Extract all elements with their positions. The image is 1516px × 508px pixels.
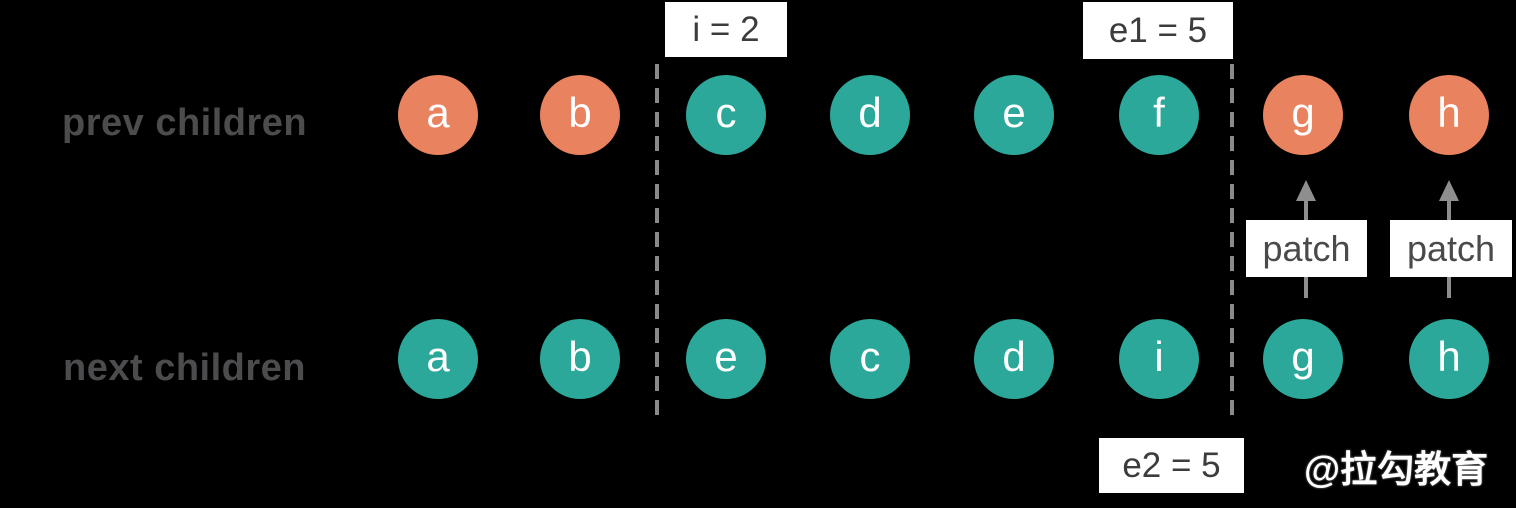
e1-marker-tag: e1 = 5 <box>1083 2 1233 59</box>
prev-child-node: b <box>540 75 620 155</box>
prev-child-node: c <box>686 75 766 155</box>
next-child-node: d <box>974 319 1054 399</box>
prev-child-node: a <box>398 75 478 155</box>
prev-child-node: d <box>830 75 910 155</box>
prev-child-node: g <box>1263 75 1343 155</box>
next-child-node: i <box>1119 319 1199 399</box>
split-divider-dashed-right <box>1230 64 1234 420</box>
split-divider-dashed-left <box>655 64 659 420</box>
prev-child-node: h <box>1409 75 1489 155</box>
arrow-up-icon <box>1296 180 1316 201</box>
next-children-label: next children <box>63 347 306 389</box>
watermark-text: @拉勾教育 <box>1304 449 1489 490</box>
next-child-node: h <box>1409 319 1489 399</box>
next-child-node: a <box>398 319 478 399</box>
next-child-node: g <box>1263 319 1343 399</box>
next-child-node: e <box>686 319 766 399</box>
arrow-up-icon <box>1439 180 1459 201</box>
prev-children-label: prev children <box>62 102 308 144</box>
prev-child-node: f <box>1119 75 1199 155</box>
next-child-node: c <box>830 319 910 399</box>
patch-label-g: patch <box>1246 220 1367 277</box>
e2-marker-tag: e2 = 5 <box>1099 438 1244 493</box>
patch-label-h: patch <box>1390 220 1512 277</box>
index-marker-tag: i = 2 <box>665 2 787 57</box>
prev-child-node: e <box>974 75 1054 155</box>
next-child-node: b <box>540 319 620 399</box>
